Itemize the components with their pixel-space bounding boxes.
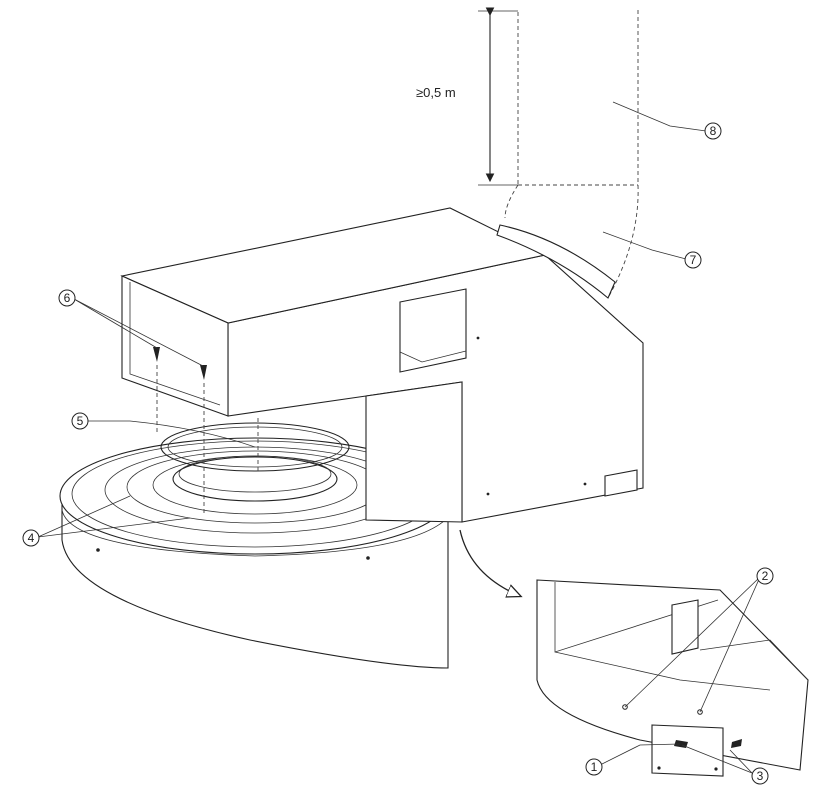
- svg-text:6: 6: [64, 291, 71, 305]
- detail-view: [536, 579, 809, 777]
- sealing-ring: [160, 422, 350, 472]
- svg-text:1: 1: [591, 760, 598, 774]
- screws: [153, 347, 259, 516]
- base-cylinder: [59, 437, 451, 669]
- callout-5: 5: [71, 412, 89, 430]
- svg-text:4: 4: [28, 531, 35, 545]
- height-dimension: ≥0,5 m: [416, 7, 518, 186]
- svg-text:3: 3: [757, 769, 764, 783]
- callout-1: 1: [585, 758, 603, 776]
- exhaust-duct: [504, 10, 639, 299]
- svg-text:7: 7: [690, 253, 697, 267]
- callout-8: 8: [704, 122, 722, 140]
- callout-leaders: [37, 101, 761, 774]
- svg-text:8: 8: [710, 124, 717, 138]
- callout-3: 3: [751, 767, 769, 785]
- hood-enclosure: [120, 207, 644, 523]
- svg-text:5: 5: [77, 414, 84, 428]
- svg-text:2: 2: [762, 569, 769, 583]
- dimension-label: ≥0,5 m: [416, 85, 456, 100]
- detail-arrow: [459, 529, 520, 596]
- callout-2: 2: [756, 567, 774, 585]
- callout-4: 4: [22, 529, 40, 547]
- callout-7: 7: [684, 251, 702, 269]
- callout-6: 6: [58, 289, 76, 307]
